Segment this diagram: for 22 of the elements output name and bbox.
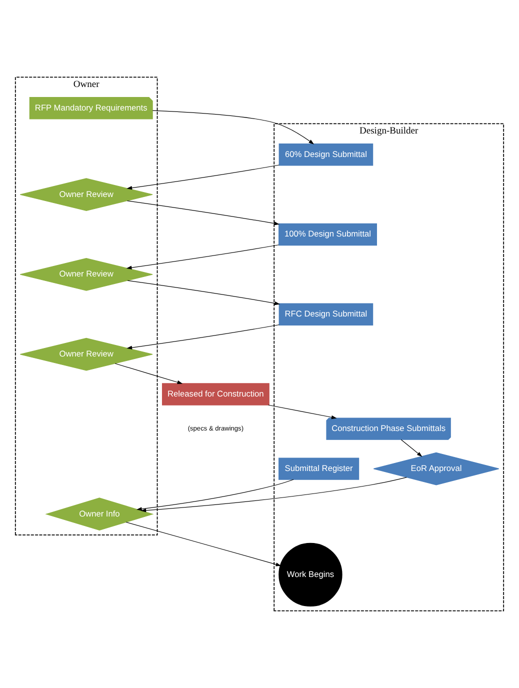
arrow [136, 479, 294, 511]
arrow [126, 522, 282, 566]
arrow [400, 439, 422, 457]
arrow [114, 363, 183, 384]
arrow [126, 200, 280, 226]
arrow [140, 476, 407, 512]
node-diamond: Owner Review [20, 338, 153, 371]
node-circle: Work Begins [278, 542, 342, 607]
node-box: Released for Construction [162, 383, 270, 406]
node-diamond: Owner Review [20, 178, 153, 212]
arrow [127, 280, 280, 306]
node-box: 100% Design Submittal [278, 223, 377, 246]
node-box: RFC Design Submittal [278, 303, 374, 326]
node-box: Submittal Register [278, 458, 360, 480]
arrow [126, 164, 280, 190]
arrow [152, 110, 314, 144]
node-diamond: Owner Review [20, 258, 153, 291]
node-box: 60% Design Submittal [278, 144, 374, 166]
arrow [126, 244, 279, 270]
arrow [126, 324, 280, 350]
node-diamond: Owner Info [45, 498, 154, 531]
arrow [268, 404, 337, 420]
